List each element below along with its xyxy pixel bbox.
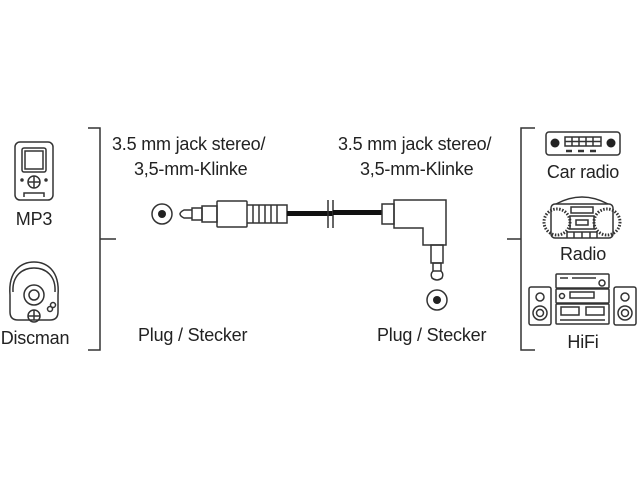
radio-label: Radio bbox=[559, 244, 607, 264]
left-connector-type-label: Plug / Stecker bbox=[138, 325, 248, 345]
car-radio-icon bbox=[545, 131, 621, 156]
car-radio-label: Car radio bbox=[546, 162, 620, 182]
right-bracket bbox=[507, 127, 535, 351]
right-connector-title-line1: 3.5 mm jack stereo/ bbox=[338, 134, 492, 154]
left-straight-plug-icon bbox=[179, 200, 288, 228]
discman-icon bbox=[9, 261, 59, 323]
left-bracket bbox=[88, 127, 116, 351]
left-jack-socket-icon bbox=[151, 203, 173, 225]
boombox-icon bbox=[542, 196, 622, 239]
mp3-label: MP3 bbox=[15, 209, 53, 229]
left-connector-title-line1: 3.5 mm jack stereo/ bbox=[112, 134, 266, 154]
right-connector-type-label: Plug / Stecker bbox=[377, 325, 487, 345]
right-jack-socket-icon bbox=[426, 289, 448, 311]
discman-label: Discman bbox=[0, 328, 70, 348]
mp3-player-icon bbox=[14, 141, 54, 201]
hifi-system-icon bbox=[528, 273, 637, 326]
hifi-label: HiFi bbox=[567, 332, 599, 352]
right-connector-title-line2: 3,5-mm-Klinke bbox=[360, 159, 474, 179]
cable bbox=[287, 200, 382, 228]
left-connector-title-line2: 3,5-mm-Klinke bbox=[134, 159, 248, 179]
right-angled-plug-icon bbox=[381, 199, 447, 281]
